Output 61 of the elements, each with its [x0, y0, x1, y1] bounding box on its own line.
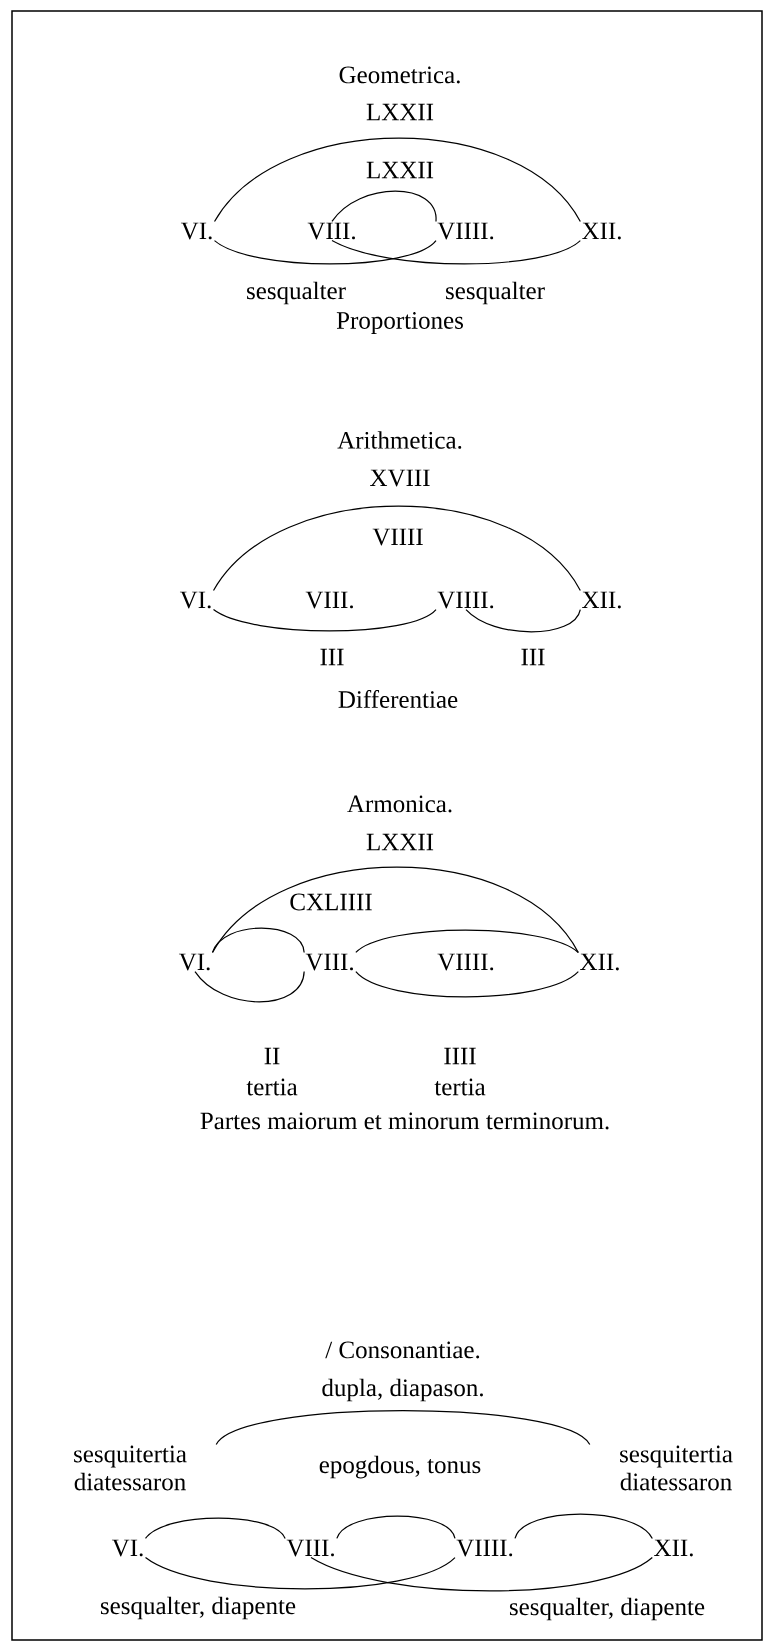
arc: [514, 1513, 653, 1540]
text-label: Geometrica.: [339, 66, 460, 84]
arc: [465, 608, 581, 633]
arc: [355, 970, 579, 998]
numeral: VIII.: [307, 222, 355, 240]
arc: [144, 1557, 456, 1590]
text-label: Differentiae: [338, 690, 458, 708]
numeral: XII.: [580, 953, 619, 971]
numeral: VIIII.: [437, 953, 494, 971]
numeral: XII.: [582, 222, 621, 240]
arc: [331, 190, 437, 223]
arc: [213, 240, 437, 265]
edge-label: LXXII: [366, 103, 434, 121]
edge-label: III: [320, 648, 344, 666]
interval-name: sesquitertia diatessaron: [620, 1445, 733, 1491]
numeral: XII.: [582, 591, 621, 609]
text-label: tertia: [246, 1078, 298, 1096]
numeral: VIIII.: [437, 222, 494, 240]
numeral: VI.: [111, 1539, 143, 1557]
text-label: / Consonantiae.: [325, 1341, 480, 1359]
numeral: VIIII.: [456, 1539, 513, 1557]
arc: [213, 137, 581, 223]
edge-label: IIII: [444, 1047, 476, 1065]
edge-label: LXXII: [366, 161, 434, 179]
text-label: tertia: [434, 1078, 486, 1096]
arc: [212, 505, 581, 592]
arc: [194, 971, 305, 1003]
text-label: CXLIIII: [290, 893, 372, 911]
edge-label: dupla, diapason.: [322, 1378, 483, 1402]
text-label: Partes maiorum et minorum terminorum.: [200, 1112, 609, 1130]
edge-label: II: [264, 1047, 280, 1065]
numeral: VIII.: [286, 1539, 334, 1557]
interval-name: sesquitertia diatessaron: [74, 1445, 187, 1491]
arc: [212, 609, 437, 632]
arc: [215, 1410, 591, 1445]
numeral: VIII.: [305, 591, 353, 609]
arc: [336, 1515, 456, 1540]
edge-label: sesqualter: [247, 281, 346, 305]
edge-label: sesqualter, diapente: [100, 1596, 296, 1620]
text-label: Arithmetica.: [337, 431, 462, 449]
edge-label: sesqualter: [446, 281, 545, 305]
arc: [144, 1517, 286, 1540]
numeral: VI.: [180, 222, 212, 240]
numeral: VI.: [179, 591, 211, 609]
edge-label: LXXII: [366, 833, 434, 851]
text-label: Proportiones: [336, 312, 463, 334]
edge-label: XVIII: [370, 469, 430, 487]
text-label: VIIII: [372, 528, 423, 546]
numeral: XII.: [654, 1539, 693, 1557]
numeral: VI.: [178, 953, 210, 971]
arc: [331, 239, 581, 265]
numeral: VIII.: [305, 953, 353, 971]
arc: [211, 927, 305, 954]
edge-label: epogdous, tonus: [319, 1455, 481, 1479]
arc: [355, 929, 579, 954]
text-label: Armonica.: [347, 795, 452, 813]
edge-label: III: [521, 648, 545, 666]
arc: [211, 866, 579, 954]
numeral: VIIII.: [437, 591, 494, 609]
edge-label: sesqualter, diapente: [509, 1597, 705, 1621]
arc: [310, 1556, 653, 1592]
